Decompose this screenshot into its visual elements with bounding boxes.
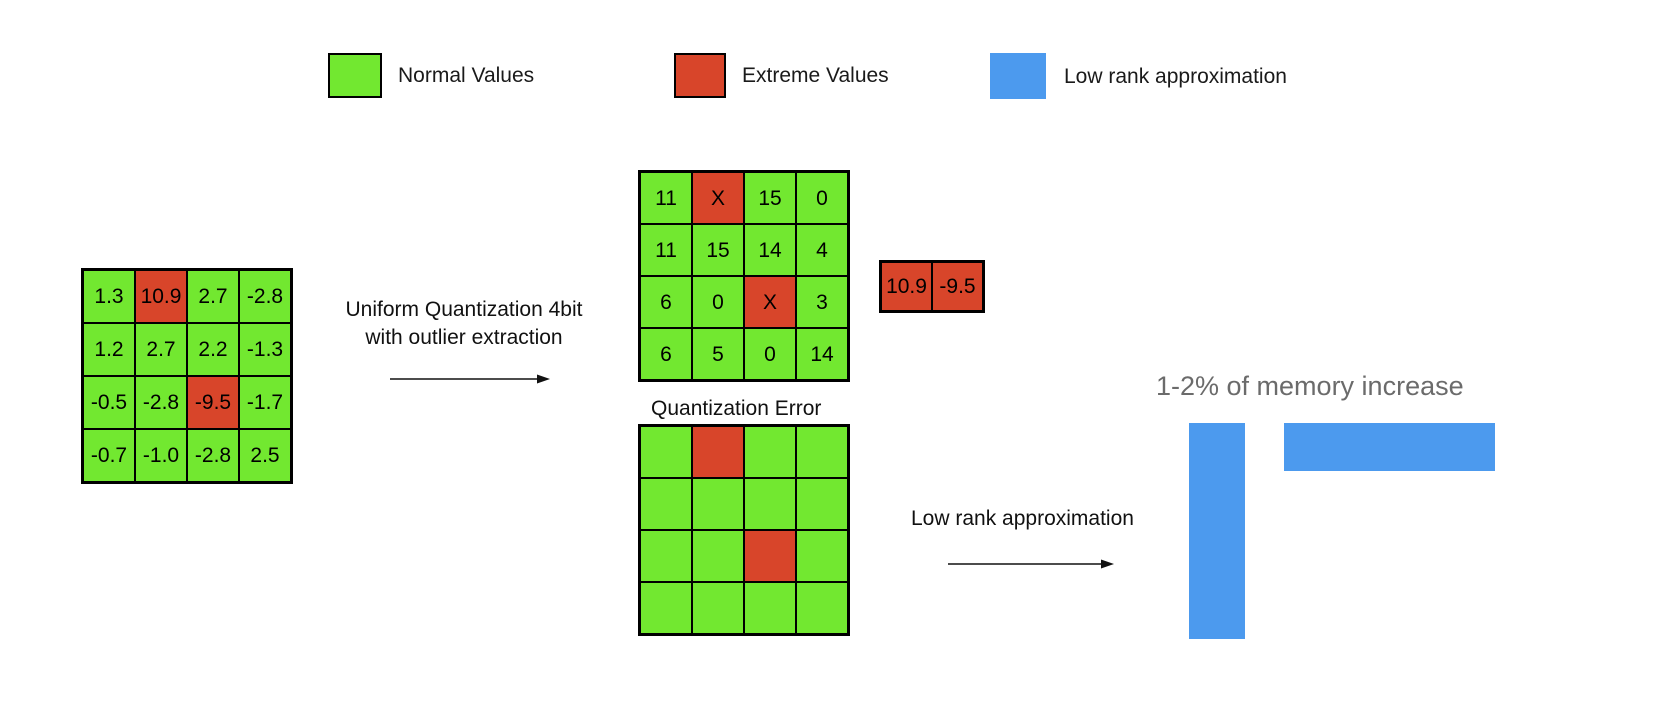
error-matrix-cell-0-2 <box>744 426 796 478</box>
quantization-step-label-line1: Uniform Quantization 4bit <box>345 298 583 321</box>
legend-label-low-rank: Low rank approximation <box>1064 64 1287 88</box>
blue-square-swatch <box>990 53 1046 99</box>
legend: Normal Values Extreme Values Low rank ap… <box>328 53 1328 103</box>
error-matrix-cell-3-1 <box>692 582 744 634</box>
low-rank-arrow-icon <box>948 557 1114 571</box>
error-matrix-cell-2-2 <box>744 530 796 582</box>
quantized-matrix-cell-2-0: 6 <box>640 276 692 328</box>
green-square-swatch <box>328 53 382 98</box>
quantized-matrix-cell-3-3: 14 <box>796 328 848 380</box>
legend-item-low-rank: Low rank approximation <box>990 53 1287 99</box>
memory-increase-note: 1-2% of memory increase <box>1156 371 1464 401</box>
quantization-error-matrix <box>638 424 850 636</box>
error-matrix-cell-0-0 <box>640 426 692 478</box>
quantized-matrix-cell-0-2: 15 <box>744 172 796 224</box>
red-square-swatch <box>674 53 726 98</box>
quantized-matrix-cell-0-1: X <box>692 172 744 224</box>
quantized-matrix-cell-2-3: 3 <box>796 276 848 328</box>
input-matrix-cell-2-1: -2.8 <box>135 376 187 429</box>
error-matrix-cell-3-0 <box>640 582 692 634</box>
error-matrix-cell-2-3 <box>796 530 848 582</box>
input-matrix-cell-3-3: 2.5 <box>239 429 291 482</box>
quantized-matrix-cell-2-2: X <box>744 276 796 328</box>
quantized-matrix-cell-1-3: 4 <box>796 224 848 276</box>
outlier-vector-cell-0-1: -9.5 <box>932 262 983 311</box>
quantized-matrix-cell-0-3: 0 <box>796 172 848 224</box>
error-matrix-cell-2-0 <box>640 530 692 582</box>
input-matrix-cell-1-3: -1.3 <box>239 323 291 376</box>
input-matrix-cell-3-1: -1.0 <box>135 429 187 482</box>
error-matrix-cell-3-2 <box>744 582 796 634</box>
outlier-vector-cell-0-0: 10.9 <box>881 262 932 311</box>
quantization-step-label-line2: with outlier extraction <box>365 326 563 350</box>
input-matrix-cell-3-0: -0.7 <box>83 429 135 482</box>
input-matrix-cell-1-2: 2.2 <box>187 323 239 376</box>
quantized-matrix-cell-3-0: 6 <box>640 328 692 380</box>
quantized-matrix-cell-1-2: 14 <box>744 224 796 276</box>
quantized-matrix-cell-2-1: 0 <box>692 276 744 328</box>
input-matrix-cell-1-0: 1.2 <box>83 323 135 376</box>
quantized-matrix-cell-0-0: 11 <box>640 172 692 224</box>
input-matrix-cell-2-2: -9.5 <box>187 376 239 429</box>
quantized-matrix-cell-3-1: 5 <box>692 328 744 380</box>
input-matrix-cell-2-3: -1.7 <box>239 376 291 429</box>
low-rank-factor-bar-vertical <box>1189 423 1245 639</box>
quantization-arrow-icon <box>390 372 550 386</box>
input-matrix-cell-2-0: -0.5 <box>83 376 135 429</box>
quantization-step-label: Uniform Quantization 4bit with outlier e… <box>334 296 594 353</box>
error-matrix-cell-1-0 <box>640 478 692 530</box>
input-matrix-cell-0-0: 1.3 <box>83 270 135 323</box>
error-matrix-cell-3-3 <box>796 582 848 634</box>
legend-item-extreme-values: Extreme Values <box>674 53 889 98</box>
low-rank-factor-bar-horizontal <box>1284 423 1495 471</box>
error-matrix-cell-0-3 <box>796 426 848 478</box>
input-matrix-cell-1-1: 2.7 <box>135 323 187 376</box>
quantized-matrix-cell-3-2: 0 <box>744 328 796 380</box>
input-matrix-cell-0-1: 10.9 <box>135 270 187 323</box>
error-matrix-cell-1-3 <box>796 478 848 530</box>
input-matrix-cell-0-2: 2.7 <box>187 270 239 323</box>
error-matrix-cell-2-1 <box>692 530 744 582</box>
quantized-matrix-cell-1-1: 15 <box>692 224 744 276</box>
input-matrix-cell-3-2: -2.8 <box>187 429 239 482</box>
legend-label-normal-values: Normal Values <box>398 64 535 87</box>
legend-label-extreme-values: Extreme Values <box>742 64 889 87</box>
error-matrix-cell-1-2 <box>744 478 796 530</box>
quantization-error-caption: Quantization Error <box>651 397 822 420</box>
legend-item-normal-values: Normal Values <box>328 53 534 98</box>
input-matrix-cell-0-3: -2.8 <box>239 270 291 323</box>
error-matrix-cell-1-1 <box>692 478 744 530</box>
error-matrix-cell-0-1 <box>692 426 744 478</box>
outlier-values-vector: 10.9-9.5 <box>879 260 985 313</box>
low-rank-step-label: Low rank approximation <box>911 507 1134 530</box>
quantized-matrix-cell-1-0: 11 <box>640 224 692 276</box>
